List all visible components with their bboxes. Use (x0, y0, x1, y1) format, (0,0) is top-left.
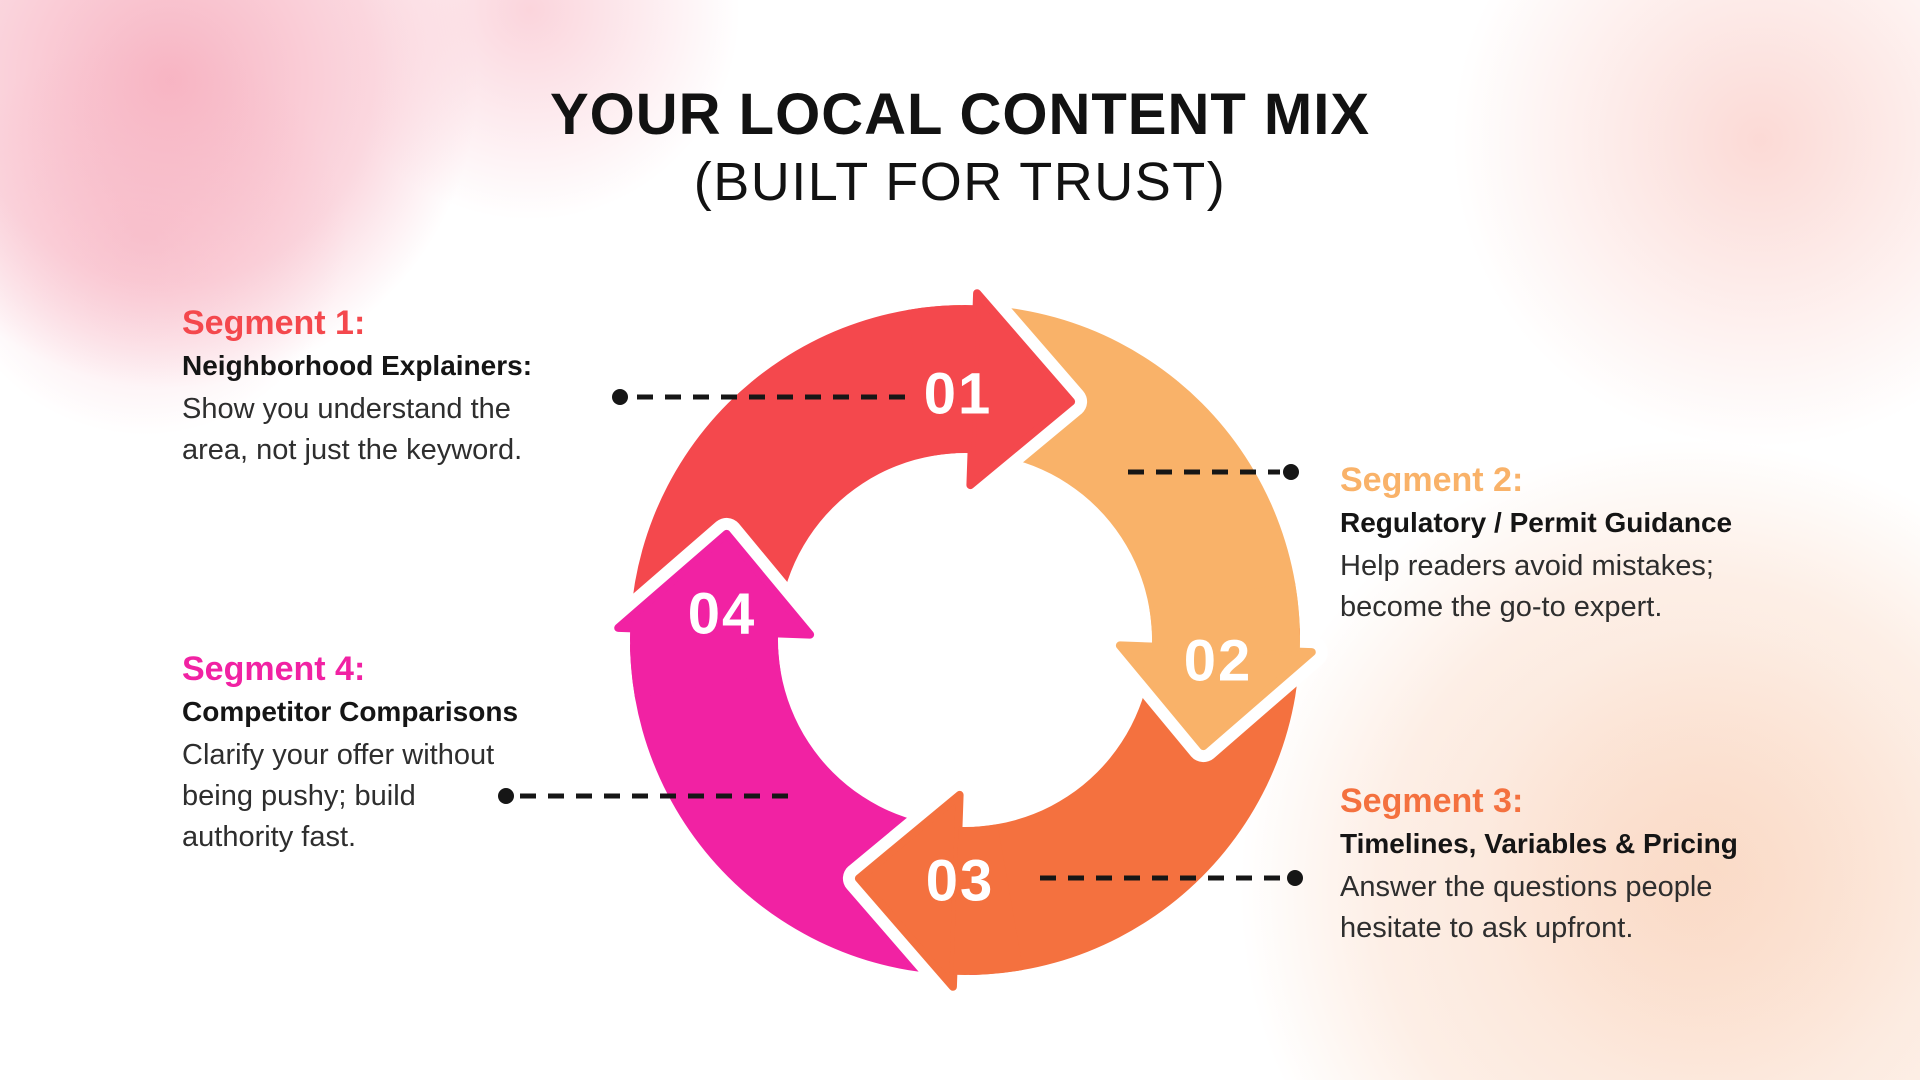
segment-3-callout: Segment 3: Timelines, Variables & Pricin… (1340, 784, 1738, 949)
segment-4-arrowhead (614, 529, 815, 639)
segment-4-connector-dot (498, 788, 514, 804)
segment-1-label: Segment 1: (182, 304, 366, 342)
segment-1-body-line-2: area, not just the keyword. (182, 434, 523, 466)
connector-dots (498, 389, 1303, 886)
title-block: YOUR LOCAL CONTENT MIX (BUILT FOR TRUST) (0, 80, 1920, 214)
segment-4-callout: Segment 4: Competitor Comparisons Clarif… (182, 652, 518, 858)
segment-3-body-line-1: Answer the questions people (1340, 871, 1713, 903)
segment-4-heading: Competitor Comparisons (182, 696, 519, 727)
segment-4-body-line-1: Clarify your offer without (182, 739, 495, 771)
segment-3-body-line-2: hesitate to ask upfront. (1340, 912, 1634, 944)
segment-4-body-line-2: being pushy; build (182, 780, 416, 812)
segment-2-connector-dot (1283, 464, 1299, 480)
segment-2-body-line-2: become the go-to expert. (1340, 591, 1663, 623)
segment-1-arrowhead (966, 289, 1076, 490)
segment-3-arrowhead (854, 790, 964, 991)
segment-3-connector-dot (1287, 870, 1303, 886)
segment-1-body-line-1: Show you understand the (182, 393, 511, 425)
segment-4-body-line-3: authority fast. (182, 821, 357, 853)
segment-4-join (629, 628, 781, 699)
segment-2-callout: Segment 2: Regulatory / Permit Guidance … (1340, 463, 1732, 628)
band-head-joins (629, 304, 1301, 976)
arrowheads (614, 289, 1316, 991)
segment-4-number: 04 (687, 581, 757, 647)
segment-2-arrowhead (1115, 641, 1316, 751)
segment-2-body-line-1: Help readers avoid mistakes; (1340, 550, 1714, 582)
segment-3-heading: Timelines, Variables & Pricing (1340, 828, 1738, 859)
segment-2-heading: Regulatory / Permit Guidance (1340, 507, 1733, 538)
segment-3-join (953, 824, 1024, 976)
segment-3-number: 03 (925, 848, 995, 914)
connectors (517, 394, 1284, 881)
segment-2-label: Segment 2: (1340, 461, 1524, 499)
segment-1-connector-dot (612, 389, 628, 405)
segment-1-heading: Neighborhood Explainers: (182, 350, 533, 381)
segment-2-join (1149, 581, 1301, 652)
segment-3-label: Segment 3: (1340, 782, 1524, 820)
segment-1-join (906, 304, 977, 456)
segment-1-callout: Segment 1: Neighborhood Explainers: Show… (182, 306, 532, 471)
page-subtitle: (BUILT FOR TRUST) (693, 152, 1227, 212)
segment-1-number: 01 (923, 361, 993, 427)
page-title: YOUR LOCAL CONTENT MIX (549, 82, 1371, 147)
segment-2-number: 02 (1183, 628, 1253, 694)
segment-4-label: Segment 4: (182, 650, 366, 688)
